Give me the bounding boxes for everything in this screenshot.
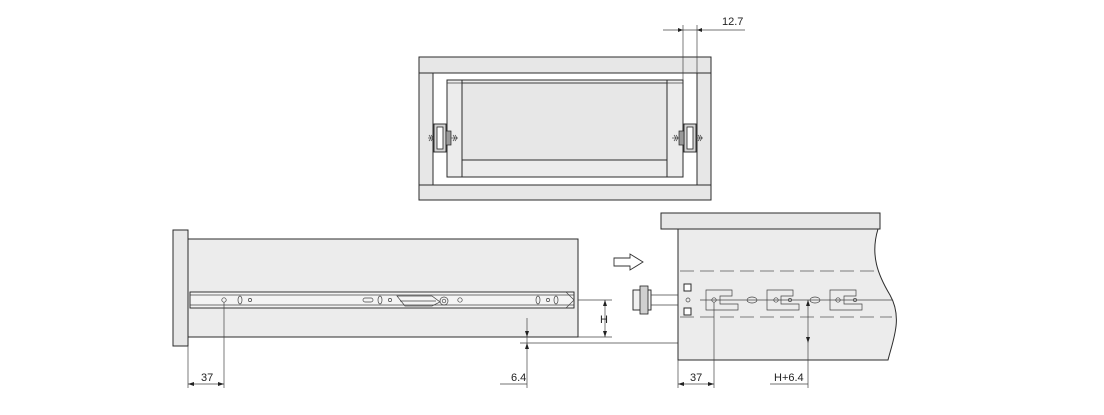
drawer-side-panel	[187, 238, 579, 338]
drawer-side-view: 37 H 6.4	[172, 229, 682, 388]
drawer-slide-rail	[189, 291, 575, 309]
drawer-front-board	[172, 229, 189, 347]
clearance-label: 12.7	[722, 16, 743, 28]
clearance-dimension: 12.7	[663, 16, 745, 80]
front-view-cabinet: 12.7	[418, 16, 745, 201]
front-offset-dimension-left: 37	[187, 302, 225, 388]
height-dimension: H	[578, 299, 612, 338]
cabinet-side-panel	[677, 228, 897, 361]
front-offset-label-left: 37	[201, 372, 213, 384]
slide-offset-dimension: 6.4	[500, 318, 682, 388]
cabinet-rail-mount	[632, 283, 692, 316]
drawer-inner-panel	[461, 82, 668, 161]
left-slide-profile	[428, 123, 458, 153]
front-offset-dimension-right: 37	[677, 302, 715, 388]
right-slide-profile	[672, 123, 703, 153]
cabinet-height-label: H+6.4	[774, 372, 804, 384]
right-arrow-icon	[613, 253, 644, 271]
cabinet-top-board	[660, 212, 881, 230]
slide-offset-label: 6.4	[511, 372, 526, 384]
cabinet-side-view: 37 H+6.4	[632, 212, 897, 388]
cabinet-height-dimension: H+6.4	[770, 300, 810, 388]
height-label: H	[600, 314, 608, 326]
front-offset-label-right: 37	[690, 372, 702, 384]
